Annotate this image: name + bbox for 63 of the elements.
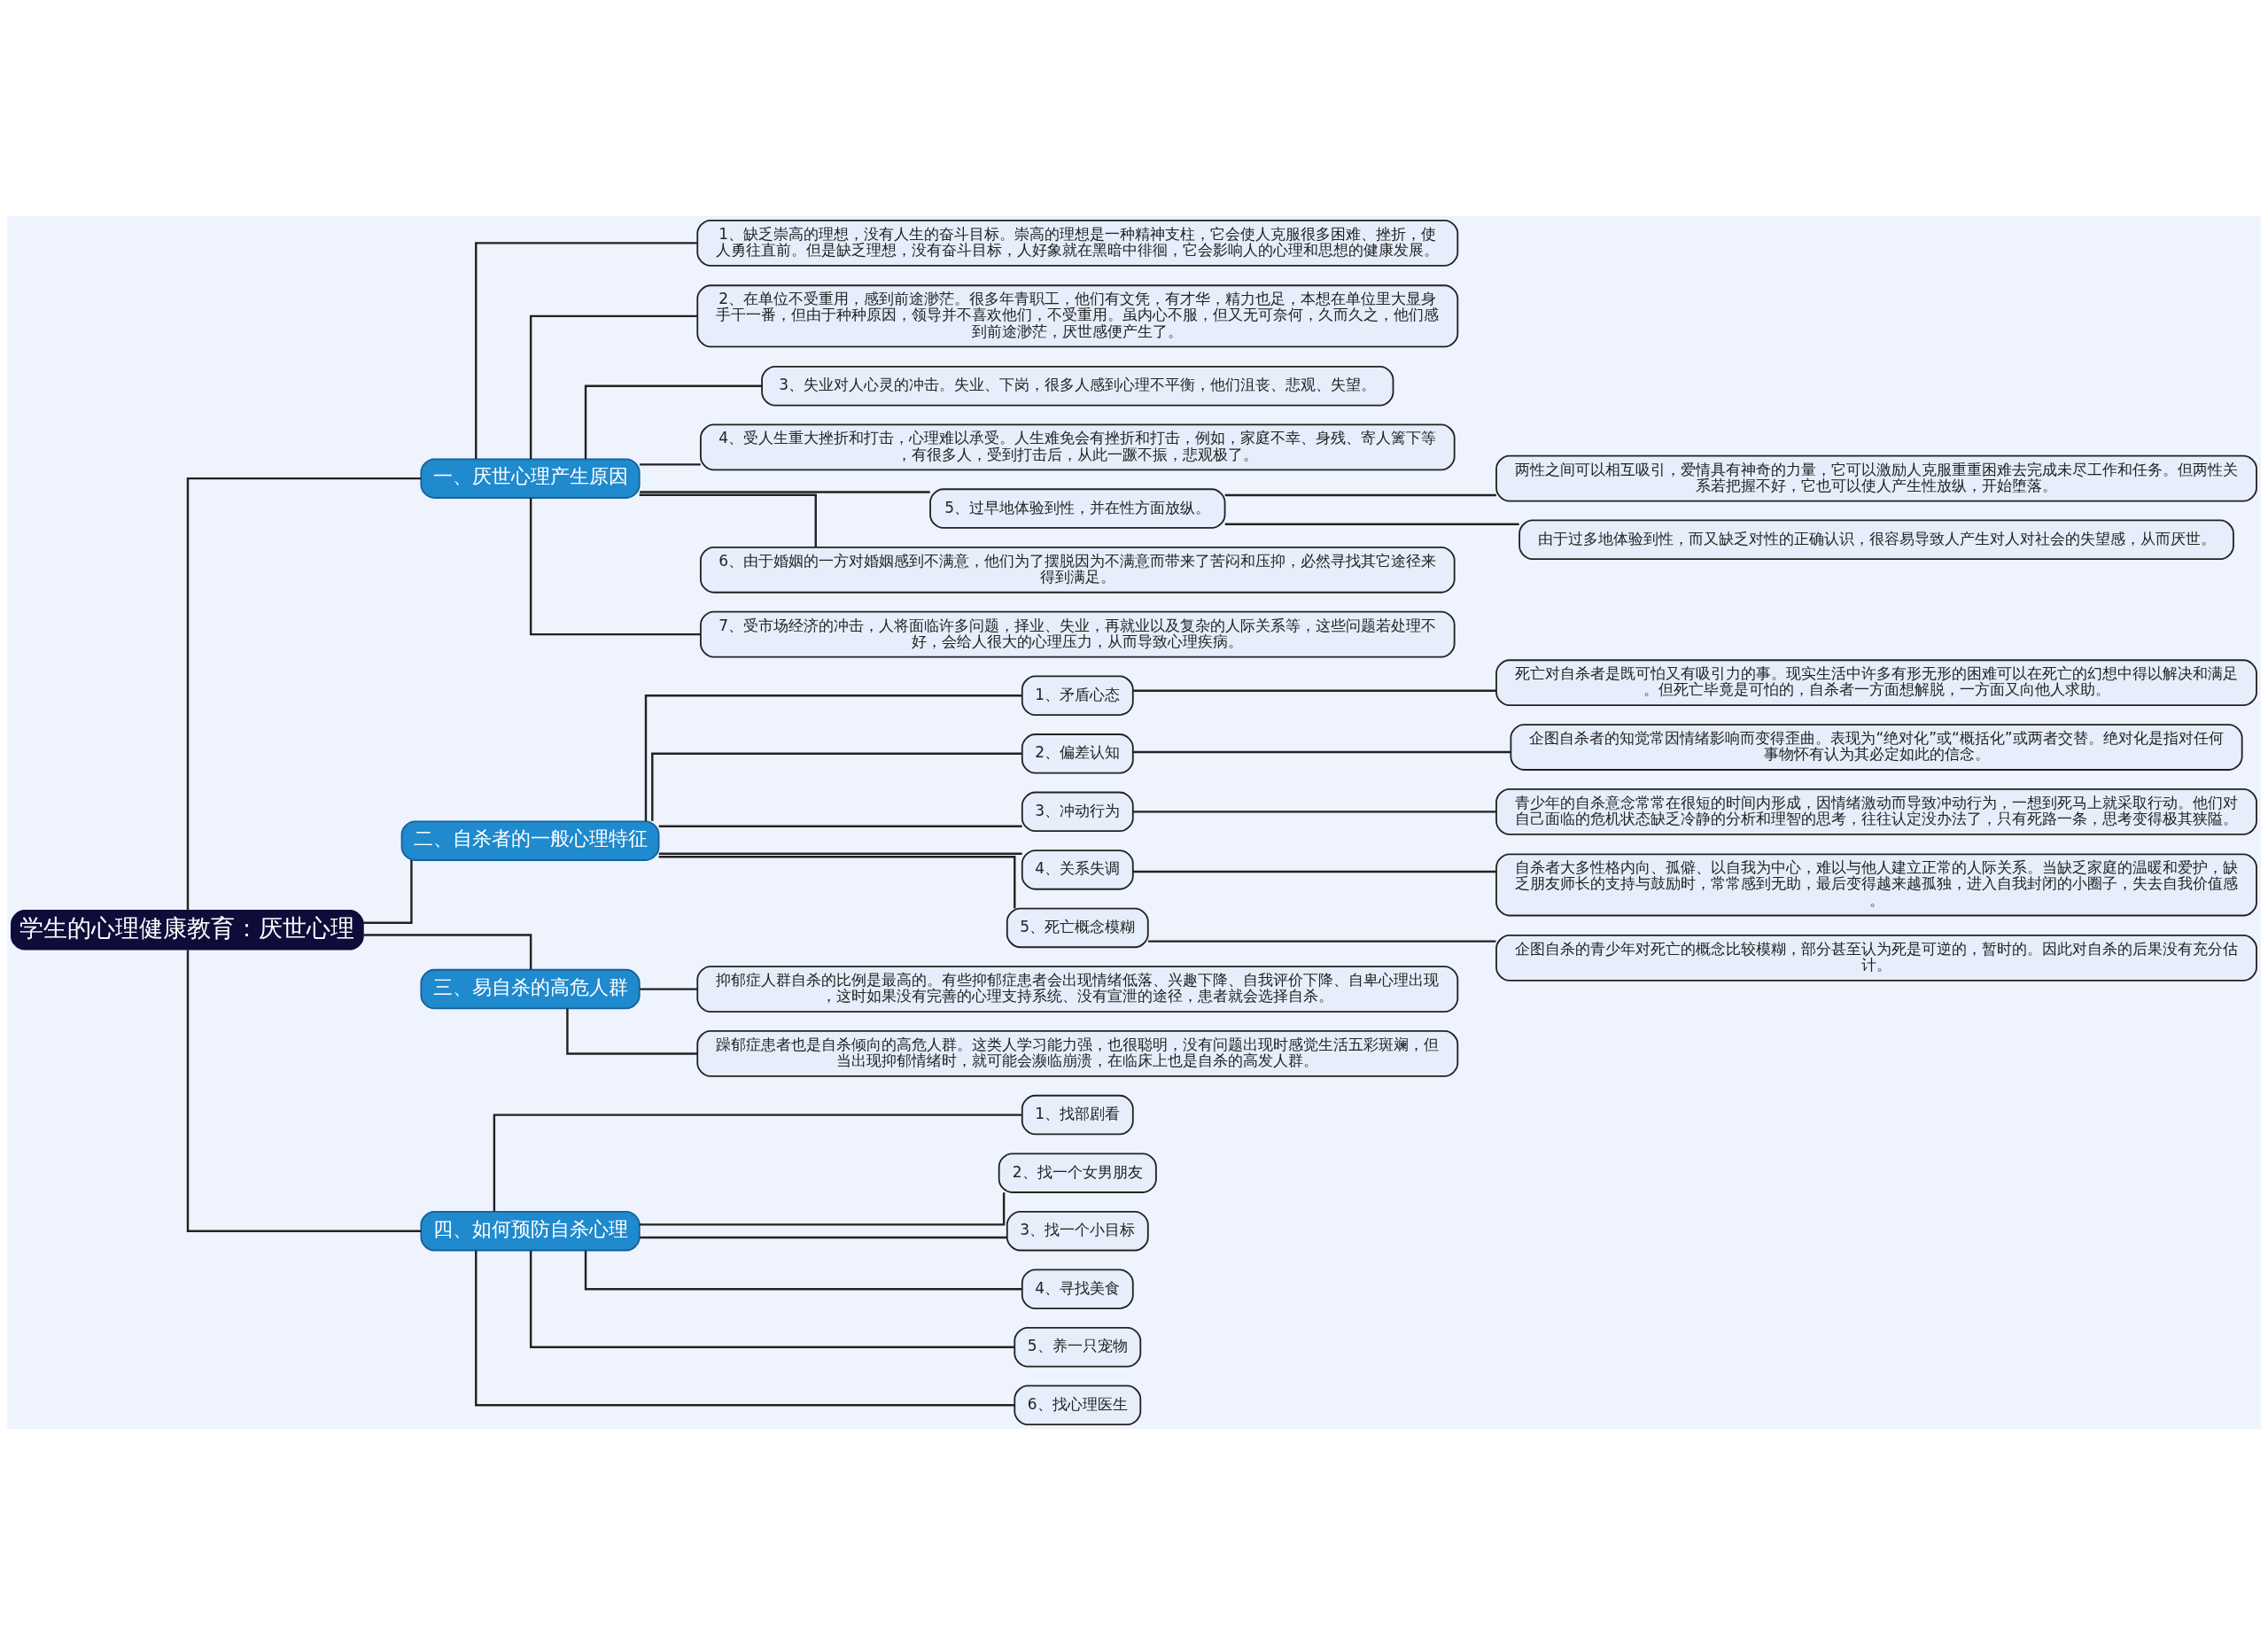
connector (566, 1008, 698, 1055)
connector (529, 314, 698, 460)
node-box: 6、由于婚姻的一方对婚姻感到不满意，他们为了摆脱因为不满意而带来了苦闷和压抑，必然寻找其它途径来得到满足。 (700, 546, 1456, 594)
connector (1133, 811, 1496, 813)
node-box: 三、易自杀的高危人群 (420, 968, 641, 1010)
connector (1133, 750, 1511, 754)
node-box: 4、寻找美食 (1021, 1269, 1134, 1309)
node-box: 5、死亡概念模糊 (1006, 907, 1149, 949)
node-box: 二、自杀者的一般心理特征 (400, 820, 660, 861)
connector (640, 1236, 1007, 1239)
connector (640, 491, 930, 493)
node-box: 企图自杀者的知觉常因情绪影响而变得歪曲。表现为“绝对化”或“概括化”或两者交替。绝对化是指对任何事物怀有认为其必定如此的信念。 (1510, 724, 2243, 771)
node-box: 5、养一只宠物 (1014, 1327, 1142, 1368)
connector (658, 825, 1022, 827)
connector (475, 242, 698, 459)
node-box: 由于过多地体验到性，而又缺乏对性的正确认识，很容易导致人产生对人对社会的失望感，从而厌世。 (1518, 519, 2234, 561)
node-box: 3、找一个小目标 (1006, 1210, 1149, 1252)
connector (1224, 523, 1519, 525)
node-box: 躁郁症患者也是自杀倾向的高危人群。这类人学习能力强，也很聪明，没有问题出现时感觉生活五彩斑斓，但当出现抑郁情绪时，就可能会濒临崩溃，在临床上也是自杀的高发人群。 (696, 1030, 1459, 1077)
connector (584, 1250, 1022, 1291)
connector (640, 988, 698, 990)
node-box: 自杀者大多性格内向、孤僻、以自我为中心，难以与他人建立正常的人际关系。当缺乏家庭的温暖和爱护，缺乏朋友师长的支持与鼓励时，常常感到无助，最后变得越来越孤独，进入自我封闭的小圈子，失去自我价值感。 (1495, 853, 2257, 917)
connector (493, 1113, 1022, 1212)
connector (640, 463, 701, 466)
connector (1133, 689, 1496, 693)
node-box: 1、矛盾心态 (1021, 675, 1134, 717)
connector (186, 950, 422, 1232)
node-box: 3、失业对人心灵的冲击。失业、下岗，很多人感到心理不平衡，他们沮丧、悲观、失望。 (761, 366, 1394, 407)
node-box: 企图自杀的青少年对死亡的概念比较模糊，部分甚至认为死是可逆的，暂时的。因此对自杀的后果没有充分估计。 (1495, 935, 2257, 982)
connector (1224, 493, 1496, 497)
connector (362, 860, 413, 924)
connector (584, 384, 762, 459)
node-box: 3、冲动行为 (1021, 791, 1134, 833)
connector (475, 1250, 1015, 1407)
connector (529, 498, 701, 636)
node-box: 两性之间可以相互吸引，爱情具有神奇的力量，它可以激励人克服重重困难去完成未尽工作和任务。但两性关系若把握不好，它也可以使人产生性放纵，开始堕落。 (1495, 454, 2257, 502)
connector (1147, 940, 1496, 943)
connector (639, 1192, 1006, 1226)
node-box: 学生的心理健康教育：厌世心理 (11, 910, 364, 951)
node-box: 2、找一个女男朋友 (998, 1152, 1157, 1193)
node-box: 7、受市场经济的冲击，人将面临许多问题，择业、失业，再就业以及复杂的人际关系等，这些问题若处理不好，会给人很大的心理压力，从而导致心理疾病。 (700, 610, 1456, 658)
connector (658, 856, 1016, 909)
connector (651, 752, 1022, 821)
connector (529, 1250, 1014, 1348)
connector (363, 934, 532, 970)
node-box: 1、缺乏崇高的理想，没有人生的奋斗目标。崇高的理想是一种精神支柱，它会使人克服很多困难、挫折，使人勇往直前。但是缺乏理想，没有奋斗目标，人好象就在黑暗中徘徊，它会影响人的心理和思想的健康发展。 (696, 219, 1459, 267)
connector (644, 694, 1022, 822)
connector (639, 493, 817, 547)
node-box: 6、找心理医生 (1014, 1385, 1142, 1426)
node-box: 5、过早地体验到性，并在性方面放纵。 (929, 488, 1226, 529)
node-box: 死亡对自杀者是既可怕又有吸引力的事。现实生活中许多有形无形的困难可以在死亡的幻想中得以解决和满足。但死亡毕竟是可怕的，自杀者一方面想解脱，一方面又向他人求助。 (1495, 659, 2257, 707)
connector (658, 852, 1022, 855)
connector (186, 477, 422, 911)
node-box: 2、在单位不受重用，感到前途渺茫。很多年青职工，他们有文凭，有才华，精力也足，本想在单位里大显身手干一番，但由于种种原因，领导并不喜欢他们，不受重用。虽内心不服，但又无可奈何，久而久之，他们感到前途渺茫，厌世感便产生了。 (696, 284, 1459, 348)
node-box: 4、关系失调 (1021, 850, 1134, 890)
node-box: 青少年的自杀意念常常在很短的时间内形成，因情绪激动而导致冲动行为，一想到死马上就采取行动。他们对自己面临的危机状态缺乏冷静的分析和理智的思考，往往认定没办法了，只有死路一条，思考变得极其狭隘。 (1495, 788, 2257, 835)
node-box: 一、厌世心理产生原因 (420, 458, 641, 499)
node-box: 4、受人生重大挫折和打击，心理难以承受。人生难免会有挫折和打击，例如，家庭不幸、身残、寄人篱下等，有很多人，受到打击后，从此一蹶不振，悲观极了。 (700, 423, 1456, 471)
node-box: 四、如何预防自杀心理 (420, 1210, 641, 1252)
node-box: 1、找部剧看 (1021, 1094, 1134, 1136)
connector (1133, 870, 1496, 873)
node-box: 抑郁症人群自杀的比例是最高的。有些抑郁症患者会出现情绪低落、兴趣下降、自我评价下降、自卑心理出现，这时如果没有完善的心理支持系统、没有宣泄的途径，患者就会选择自杀。 (696, 966, 1459, 1013)
node-box: 2、偏差认知 (1021, 733, 1134, 774)
